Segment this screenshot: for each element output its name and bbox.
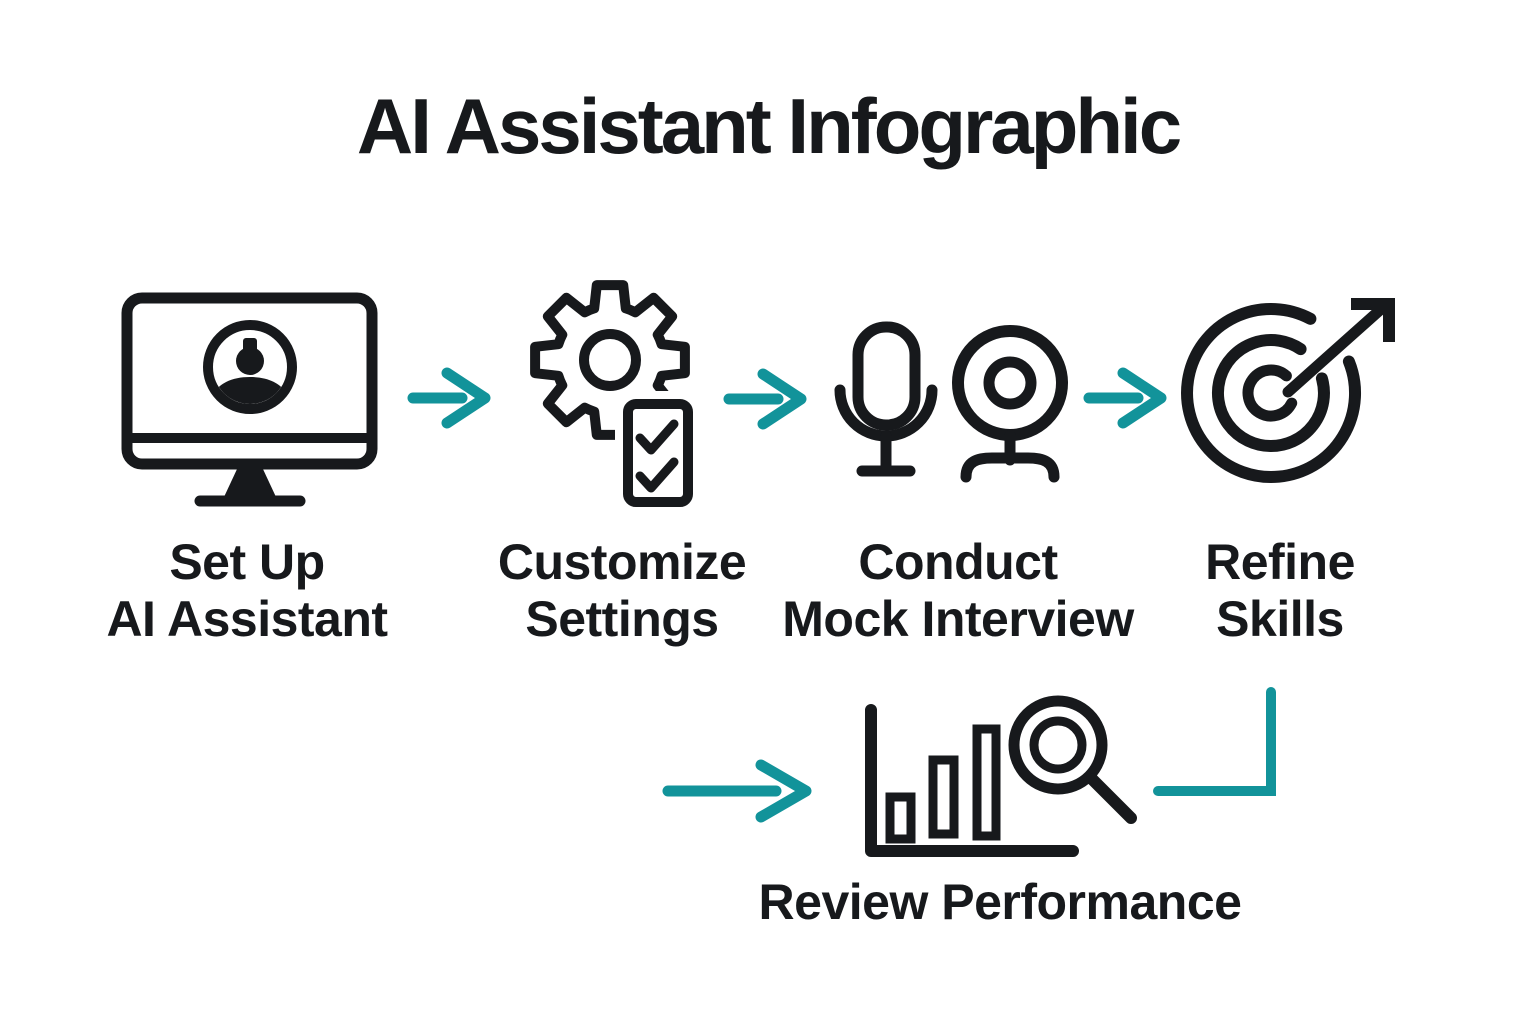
checkmark-2	[635, 457, 679, 493]
arrow-right-3	[1083, 367, 1167, 429]
webcam-icon	[952, 325, 1068, 483]
step-label-line: Skills	[1216, 591, 1344, 647]
gear-checklist-icon	[530, 280, 701, 515]
target-arrow-icon	[1181, 298, 1395, 483]
step-label-setup: Set Up AI Assistant	[106, 534, 388, 648]
arrow-right-4	[662, 759, 812, 823]
checklist-card	[623, 399, 693, 507]
microphone-icon	[834, 321, 938, 477]
mic-webcam-icon	[834, 321, 1068, 483]
step-label-line: Conduct	[858, 534, 1058, 590]
step-label-line: Refine	[1205, 534, 1355, 590]
elbow-connector	[1153, 687, 1276, 796]
arrow-right-2	[723, 368, 807, 430]
step-label-refine: Refine Skills	[1205, 534, 1355, 648]
step-label-line: Mock Interview	[782, 591, 1134, 647]
monitor-avatar-icon	[121, 292, 378, 507]
magnifier-icon	[1008, 695, 1137, 824]
step-label-line: Set Up	[169, 534, 325, 590]
step-label-line: AI Assistant	[106, 591, 388, 647]
step-label-review: Review Performance	[759, 874, 1242, 931]
user-avatar-icon	[203, 320, 297, 414]
checkmark-1	[635, 419, 679, 455]
arrow-right-1	[407, 367, 491, 429]
step-label-line: Review Performance	[758, 874, 1242, 930]
step-label-interview: Conduct Mock Interview	[782, 534, 1134, 648]
bar-chart-icon	[865, 704, 1079, 857]
page-title: AI Assistant Infographic	[356, 82, 1182, 170]
monitor-stand	[224, 467, 276, 497]
step-label-line: Customize	[497, 534, 747, 590]
barchart-magnifier-icon	[865, 695, 1137, 857]
step-label-line: Settings	[525, 591, 719, 647]
step-label-customize: Customize Settings	[497, 534, 747, 648]
